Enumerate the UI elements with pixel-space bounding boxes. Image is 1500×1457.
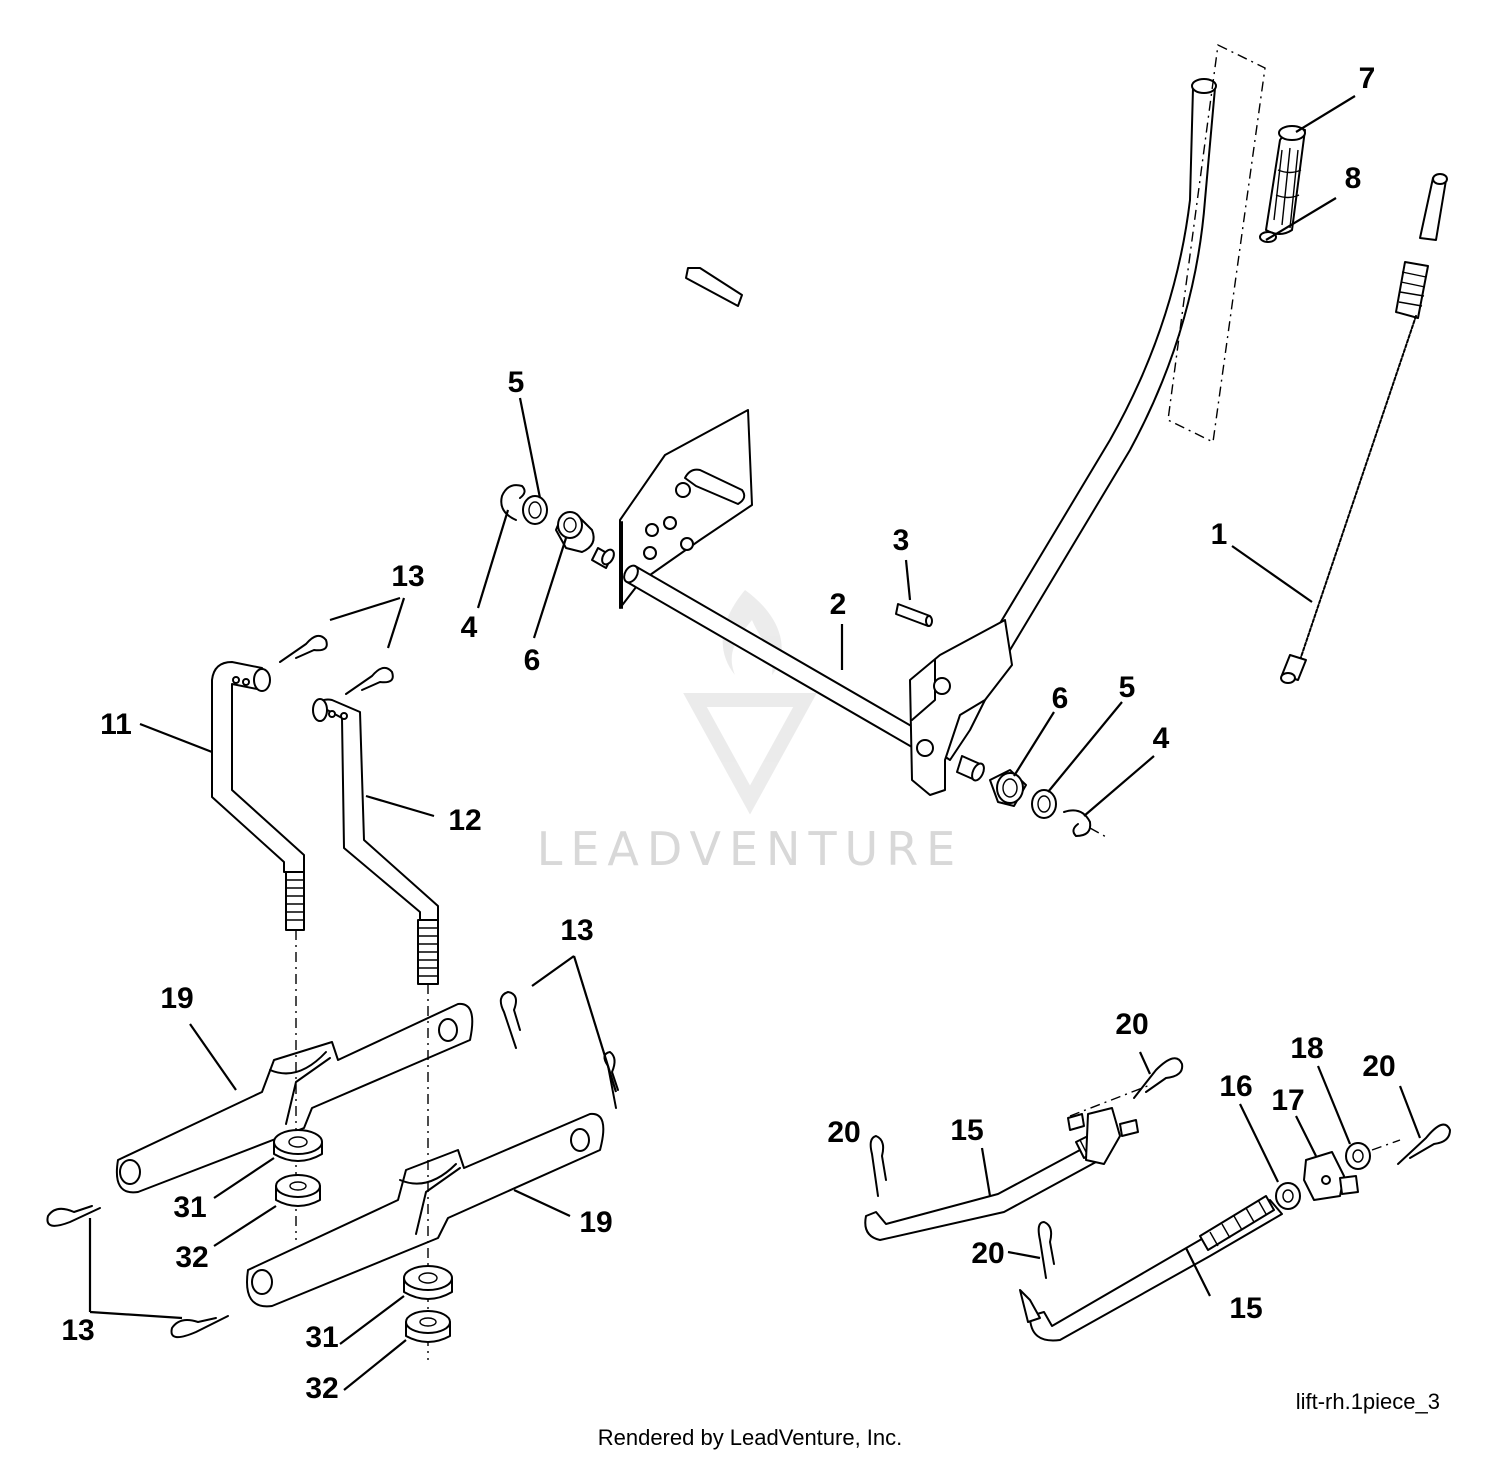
hardware-axis-upper — [1069, 1084, 1151, 1117]
callout-6-left: 6 — [524, 644, 541, 677]
washer-left — [522, 495, 548, 525]
callout-3: 3 — [893, 524, 910, 557]
nut-32-upper — [275, 1174, 321, 1207]
callout-5-left: 5 — [508, 366, 525, 399]
callout-15-upper: 15 — [950, 1114, 983, 1147]
watermark-text: LEADVENTURE — [537, 822, 964, 876]
spacer-31-upper — [273, 1129, 323, 1162]
callout-13-right: 13 — [560, 914, 593, 947]
callout-11: 11 — [100, 708, 132, 741]
adjustment-rod-upper — [864, 1125, 1117, 1241]
cross-shaft — [591, 547, 933, 755]
hardware-axis-lower — [1371, 1139, 1401, 1151]
roll-pin — [895, 603, 933, 627]
trunnion-block-upper — [1067, 1107, 1139, 1165]
grip-washer — [1259, 231, 1277, 243]
callout-20-lower: 20 — [971, 1237, 1004, 1270]
hitch-pin-lower-1 — [46, 1205, 101, 1227]
callout-19-lower: 19 — [579, 1206, 612, 1239]
lift-link-11 — [211, 661, 305, 931]
callout-13-top: 13 — [391, 560, 424, 593]
hairpin-clip-1 — [1133, 1057, 1184, 1099]
washer-right — [1031, 789, 1057, 819]
watermark-logo — [683, 590, 817, 815]
hitch-pin-upper-2 — [345, 666, 394, 695]
callout-5-right: 5 — [1119, 671, 1136, 704]
shaft-stub-right — [956, 755, 985, 782]
retaining-clip-right — [1063, 809, 1092, 837]
callout-4-left: 4 — [461, 611, 478, 644]
drawing-code: lift-rh.1piece_3 — [1296, 1389, 1440, 1414]
callout-7: 7 — [1359, 62, 1376, 95]
trunnion-block-17 — [1303, 1151, 1359, 1201]
callout-18: 18 — [1290, 1032, 1323, 1065]
lift-handle-tube — [931, 78, 1217, 761]
pivot-bracket-plate — [619, 267, 753, 609]
adjustment-rod-lower — [1019, 1195, 1283, 1342]
callout-19-upper: 19 — [160, 982, 193, 1015]
hitch-pin-upper-1 — [279, 634, 328, 663]
bushing-left — [555, 511, 595, 553]
callout-20-top: 20 — [1115, 1008, 1148, 1041]
callout-20-right: 20 — [1362, 1050, 1395, 1083]
callout-31-lower: 31 — [305, 1321, 338, 1354]
callout-20-left: 20 — [827, 1116, 860, 1149]
callout-32-lower: 32 — [305, 1372, 338, 1405]
lift-arm-19-upper — [116, 1002, 474, 1194]
hitch-pin-right-1 — [499, 991, 521, 1049]
lift-spring-rod — [1280, 173, 1448, 684]
lift-arm-19-lower — [246, 1112, 605, 1308]
handle-pivot-bracket — [909, 619, 1013, 796]
callout-31-upper: 31 — [173, 1191, 206, 1224]
hairpin-clip-2 — [1397, 1123, 1451, 1165]
handle-grip — [1265, 125, 1306, 235]
callout-numbers: 7 8 1 2 3 5 4 6 6 5 4 13 11 12 13 19 19 … — [61, 62, 1395, 1405]
render-credit-footer: Rendered by LeadVenture, Inc. — [598, 1425, 903, 1450]
retaining-clip-left — [500, 484, 526, 521]
callout-6-right: 6 — [1052, 682, 1069, 715]
lift-link-12 — [312, 698, 439, 985]
hex-nut-18 — [1345, 1142, 1371, 1170]
callout-4-right: 4 — [1153, 722, 1170, 755]
callout-17: 17 — [1271, 1084, 1304, 1117]
callout-32-upper: 32 — [175, 1241, 208, 1274]
hairpin-clip-3 — [869, 1135, 887, 1197]
leader-lines — [88, 95, 1422, 1391]
nut-32-lower — [405, 1310, 451, 1343]
callout-12: 12 — [448, 804, 481, 837]
callout-13-lower: 13 — [61, 1314, 94, 1347]
hairpin-clip-4 — [1037, 1221, 1055, 1279]
callout-2: 2 — [830, 588, 847, 621]
callout-1: 1 — [1211, 518, 1228, 551]
callout-16: 16 — [1219, 1070, 1252, 1103]
bushing-right — [989, 769, 1027, 807]
hex-nut-16 — [1275, 1182, 1301, 1210]
callout-8: 8 — [1345, 162, 1362, 195]
shaft-axis-right — [1089, 827, 1109, 839]
spacer-31-lower — [403, 1265, 453, 1300]
hitch-pin-lower-2 — [170, 1315, 229, 1339]
callout-15-lower: 15 — [1229, 1292, 1262, 1325]
